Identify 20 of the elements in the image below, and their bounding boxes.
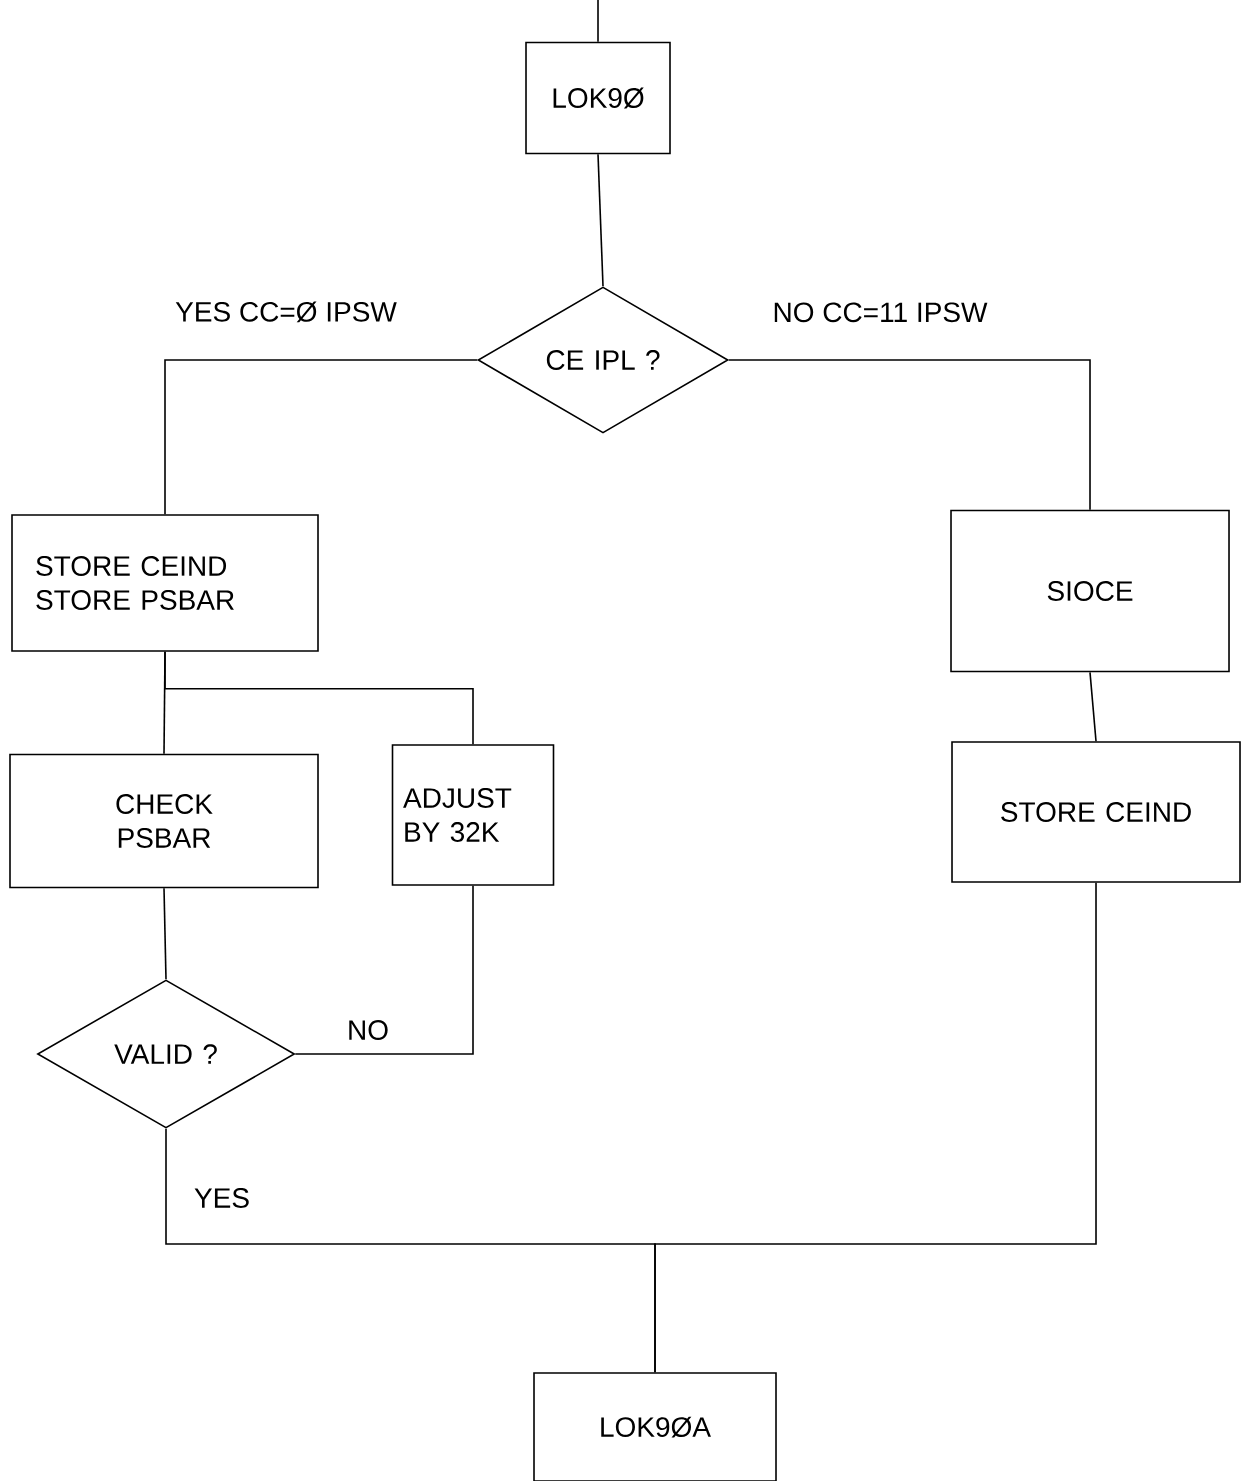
process-box: LOK9ØA [533, 1372, 777, 1481]
connector-line [164, 359, 478, 515]
connector-line [164, 651, 474, 745]
connector-line [163, 887, 167, 980]
connector-line [654, 882, 1097, 1373]
process-box: CHECK PSBAR [9, 753, 319, 889]
edge-label: NO CC=11 IPSW [774, 302, 988, 323]
process-box: STORE CEIND STORE PSBAR [11, 514, 319, 652]
process-box: ADJUST BY 32K [391, 744, 555, 886]
connector-line [1089, 671, 1097, 742]
edge-label: NO [349, 1020, 388, 1040]
edge-label: YES CC=Ø IPSW [175, 301, 397, 323]
connector-line [597, 0, 599, 43]
process-box: LOK9Ø [525, 41, 671, 155]
connector-line [294, 885, 474, 1055]
connector-line [728, 359, 1091, 511]
process-box: SIOCE [950, 509, 1230, 673]
edge-label: YES [194, 1188, 249, 1208]
process-box: STORE CEIND [951, 741, 1241, 883]
connector-line [597, 153, 604, 287]
